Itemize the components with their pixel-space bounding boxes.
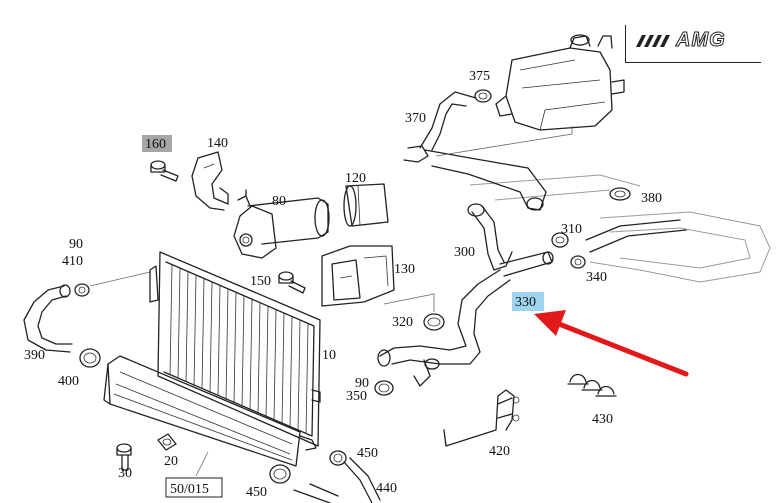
label-140[interactable]: 140 xyxy=(207,136,228,151)
label-160[interactable]: 160 xyxy=(145,137,166,152)
part-410-clamp[interactable] xyxy=(74,283,90,297)
label-50-015[interactable]: 50/015 xyxy=(170,482,209,497)
label-390[interactable]: 390 xyxy=(24,348,45,363)
coolant-expansion-tank[interactable] xyxy=(495,34,625,131)
label-450-lower[interactable]: 450 xyxy=(246,485,267,500)
label-90-upper[interactable]: 90 xyxy=(69,237,83,252)
leader-320 xyxy=(383,293,435,312)
label-410[interactable]: 410 xyxy=(62,254,83,269)
part-375-clamp[interactable] xyxy=(474,89,492,103)
label-320[interactable]: 320 xyxy=(392,315,413,330)
label-350[interactable]: 350 xyxy=(346,389,367,404)
part-440-hose[interactable] xyxy=(293,457,381,503)
label-310[interactable]: 310 xyxy=(561,222,582,237)
leader-50 xyxy=(195,451,209,477)
part-140-bracket[interactable] xyxy=(191,151,229,211)
part-430-clamps[interactable] xyxy=(567,373,617,397)
label-450-upper[interactable]: 450 xyxy=(357,446,378,461)
label-370[interactable]: 370 xyxy=(405,111,426,126)
label-130[interactable]: 130 xyxy=(394,262,415,277)
label-400[interactable]: 400 xyxy=(58,374,79,389)
label-430[interactable]: 430 xyxy=(592,412,613,427)
part-90-clamp-lower[interactable] xyxy=(374,380,394,396)
part-340-clamp[interactable] xyxy=(570,255,586,269)
part-50-intercooler[interactable] xyxy=(103,355,301,467)
label-330[interactable]: 330 xyxy=(515,295,536,310)
part-320-clamp[interactable] xyxy=(423,313,445,331)
background-outline xyxy=(469,174,771,283)
part-400-clamp[interactable] xyxy=(79,348,101,368)
part-labels: 160 140 120 80 370 375 380 310 300 340 3… xyxy=(24,69,662,500)
part-450-clamp-lower[interactable] xyxy=(269,464,291,484)
return-pipe xyxy=(585,219,687,253)
label-50-box xyxy=(165,477,223,498)
part-420-bracket[interactable] xyxy=(443,389,520,447)
part-300-hose[interactable] xyxy=(467,203,554,277)
label-120[interactable]: 120 xyxy=(345,171,366,186)
part-450-clamp-upper[interactable] xyxy=(329,450,347,466)
part-20-grommet[interactable] xyxy=(157,433,177,451)
amg-logo-text: AMG xyxy=(676,29,726,52)
label-375[interactable]: 375 xyxy=(469,69,490,84)
leader-370 xyxy=(435,126,573,157)
part-330-hose[interactable] xyxy=(377,269,511,387)
label-160-background xyxy=(142,135,172,152)
amg-stripes-icon xyxy=(636,35,670,47)
label-30[interactable]: 30 xyxy=(118,466,132,481)
part-80-water-pump[interactable] xyxy=(233,189,330,259)
label-80[interactable]: 80 xyxy=(272,194,286,209)
part-130-bracket[interactable] xyxy=(321,245,395,307)
label-20[interactable]: 20 xyxy=(164,454,178,469)
label-10[interactable]: 10 xyxy=(322,348,336,363)
part-310-clamp[interactable] xyxy=(551,232,569,248)
amg-logo: AMG xyxy=(625,25,761,63)
part-10-radiator[interactable] xyxy=(149,251,321,451)
part-120-sleeve[interactable] xyxy=(343,183,389,227)
part-380-clamp[interactable] xyxy=(609,187,631,201)
label-150[interactable]: 150 xyxy=(250,274,271,289)
part-30-bolt[interactable] xyxy=(116,443,132,471)
label-380[interactable]: 380 xyxy=(641,191,662,206)
part-150-bolt[interactable] xyxy=(278,271,306,294)
label-440[interactable]: 440 xyxy=(376,481,397,496)
red-pointer-arrow-icon xyxy=(534,310,689,377)
label-90-lower[interactable]: 90 xyxy=(355,376,369,391)
label-420[interactable]: 420 xyxy=(489,444,510,459)
part-370-hose[interactable] xyxy=(403,91,547,211)
leader-410 xyxy=(89,271,151,287)
label-340[interactable]: 340 xyxy=(586,270,607,285)
part-160-bolt[interactable] xyxy=(150,160,179,182)
part-390-hose[interactable] xyxy=(23,284,73,353)
label-330-highlight xyxy=(512,292,544,311)
label-300[interactable]: 300 xyxy=(454,245,475,260)
